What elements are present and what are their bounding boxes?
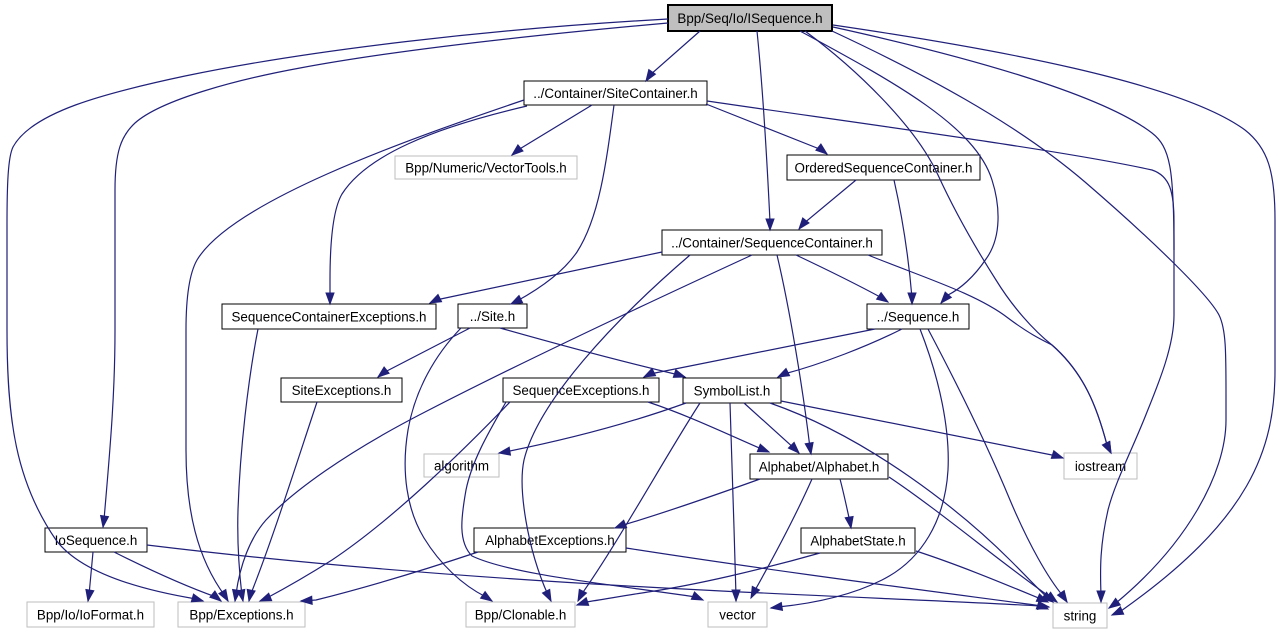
svg-text:iostream: iostream: [1075, 459, 1126, 474]
svg-text:SequenceExceptions.h: SequenceExceptions.h: [513, 383, 650, 398]
svg-text:../Site.h: ../Site.h: [470, 309, 515, 324]
svg-text:../Sequence.h: ../Sequence.h: [877, 309, 960, 324]
svg-text:Alphabet/Alphabet.h: Alphabet/Alphabet.h: [759, 459, 880, 474]
svg-text:Bpp/Io/IoFormat.h: Bpp/Io/IoFormat.h: [37, 607, 144, 622]
svg-text:SymbolList.h: SymbolList.h: [694, 383, 771, 398]
svg-text:SequenceContainerExceptions.h: SequenceContainerExceptions.h: [231, 309, 426, 324]
svg-text:OrderedSequenceContainer.h: OrderedSequenceContainer.h: [795, 160, 973, 175]
svg-text:Bpp/Exceptions.h: Bpp/Exceptions.h: [189, 607, 293, 622]
svg-text:Bpp/Numeric/VectorTools.h: Bpp/Numeric/VectorTools.h: [405, 160, 567, 175]
svg-text:IoSequence.h: IoSequence.h: [55, 533, 138, 548]
svg-text:SiteExceptions.h: SiteExceptions.h: [292, 383, 392, 398]
svg-text:../Container/SequenceContainer: ../Container/SequenceContainer.h: [671, 235, 873, 250]
svg-text:Bpp/Clonable.h: Bpp/Clonable.h: [475, 607, 567, 622]
svg-text:AlphabetState.h: AlphabetState.h: [810, 533, 905, 548]
svg-text:algorithm: algorithm: [434, 458, 489, 473]
svg-text:string: string: [1064, 608, 1097, 623]
svg-text:AlphabetExceptions.h: AlphabetExceptions.h: [485, 533, 615, 548]
svg-text:vector: vector: [719, 607, 756, 622]
svg-text:Bpp/Seq/Io/ISequence.h: Bpp/Seq/Io/ISequence.h: [677, 11, 822, 26]
svg-text:../Container/SiteContainer.h: ../Container/SiteContainer.h: [533, 86, 698, 101]
